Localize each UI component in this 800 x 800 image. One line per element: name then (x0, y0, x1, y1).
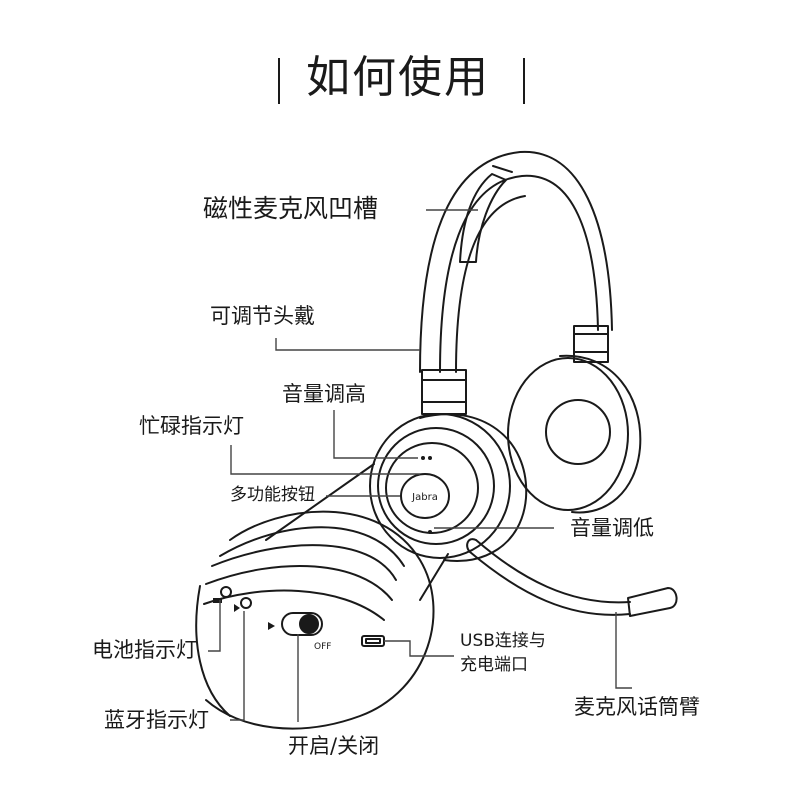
multifunction-button-icon (400, 473, 450, 519)
switch-off-label: OFF (314, 642, 331, 652)
mic-boom-icon (466, 538, 678, 617)
right-earcup-icon (507, 354, 642, 514)
battery-led-icon (220, 586, 232, 598)
label-mic-groove: 磁性麦克风凹槽 (203, 194, 379, 223)
label-vol-up: 音量调高 (282, 382, 366, 406)
leader-mic-arm (615, 612, 632, 689)
label-power-switch: 开启/关闭 (288, 734, 380, 758)
label-mic-arm: 麦克风话筒臂 (574, 695, 700, 719)
label-bt-light: 蓝牙指示灯 (104, 708, 209, 732)
battery-icon (213, 598, 222, 603)
left-earcup-icon (369, 413, 528, 562)
bluetooth-icon (234, 604, 240, 612)
leader-vol-up (333, 410, 418, 459)
label-usb-line1: USB连接与 (460, 631, 546, 651)
mic-groove-icon (459, 173, 507, 263)
label-headband: 可调节头戴 (210, 304, 315, 328)
leader-busy-light (230, 445, 420, 475)
label-multi-button: 多功能按钮 (230, 485, 315, 505)
leader-battery-light (208, 600, 221, 652)
bluetooth-led-icon (240, 597, 252, 609)
label-busy-light: 忙碌指示灯 (139, 414, 244, 438)
power-switch-icon (281, 612, 323, 636)
leader-bt-light (230, 611, 245, 721)
headband-icon (419, 150, 613, 415)
page-title: 如何使用 (306, 52, 490, 103)
label-battery-light: 电池指示灯 (92, 638, 197, 662)
zoom-detail-bubble (195, 510, 435, 730)
label-vol-down: 音量调低 (570, 516, 654, 540)
leader-headband (275, 338, 420, 351)
brand-logo: Jabra (411, 492, 438, 503)
bluetooth-symbol-switch (268, 622, 275, 630)
leader-usb (384, 640, 454, 657)
label-usb-line2: 充电端口 (460, 655, 528, 675)
